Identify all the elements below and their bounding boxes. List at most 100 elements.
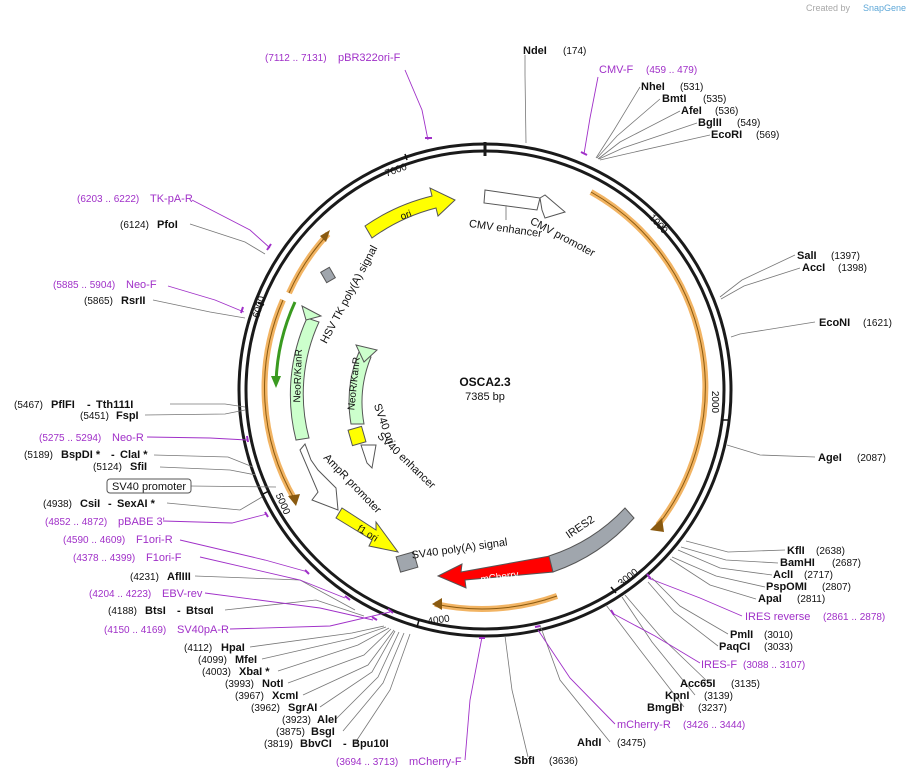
enzyme-alei-pos: (3923)	[282, 715, 311, 726]
primer-mcherry-r: mCherry-R	[617, 719, 671, 731]
enzyme-hpai-pos: (4112)	[184, 643, 212, 654]
primer-tk-pa-r-range: (6203 .. 6222)	[77, 194, 139, 205]
enzyme-sexai: SexAI *	[117, 498, 156, 510]
enzyme-csii: CsiI	[80, 498, 100, 510]
enzyme-mfei: MfeI	[235, 654, 257, 666]
primer-mcherry-r-range: (3426 .. 3444)	[683, 720, 745, 731]
enzyme-bsgi-pos: (3875)	[276, 727, 305, 738]
enzyme-nhei-pos: (531)	[680, 82, 703, 93]
orf-arcs	[261, 189, 709, 612]
enzyme-pmli-pos: (3010)	[764, 630, 793, 641]
primer-ires-reverse-range: (2861 .. 2878)	[823, 612, 885, 623]
enzyme-apai-pos: (2811)	[797, 594, 825, 605]
enzyme-btsai-dash: -	[177, 605, 181, 617]
enzyme-xbai: XbaI *	[239, 666, 270, 678]
sv40-promoter-leader	[189, 485, 277, 488]
enzyme-ecori-pos: (569)	[756, 130, 779, 141]
enzyme-pmli: PmlI	[730, 629, 753, 641]
primer-sv40pa-r: SV40pA-R	[177, 624, 229, 636]
enzyme-pspomi: PspOMI	[766, 581, 807, 593]
enzyme-pspomi-pos: (2807)	[822, 582, 851, 593]
enzyme-rsrii: RsrII	[121, 295, 145, 307]
enzyme-bbvci-pos: (3819)	[264, 739, 293, 750]
enzyme-bbvci: BbvCI	[300, 738, 332, 750]
enzyme-xcmi-pos: (3967)	[235, 691, 264, 702]
feature-neor-outer	[289, 317, 320, 441]
primer-cmv-f: CMV-F	[599, 64, 634, 76]
feature-neor-inner	[348, 351, 372, 425]
enzyme-pflfi: PflFI	[51, 399, 75, 411]
enzyme-kfli-pos: (2638)	[816, 546, 845, 557]
plasmid-size: 7385 bp	[465, 391, 505, 403]
feature-ori-label: ori	[399, 209, 413, 223]
enzyme-noti-pos: (3993)	[225, 679, 254, 690]
primer-pbabe3-range: (4852 .. 4872)	[45, 517, 107, 528]
feature-ampr-promoter	[299, 443, 339, 511]
primer-cmv-f-range: (459 .. 479)	[646, 65, 697, 76]
enzyme-sgrai: SgrAI	[288, 702, 317, 714]
sv40-promoter-box	[106, 478, 192, 494]
tick-2000: 2000	[709, 391, 720, 414]
enzyme-bglii-pos: (549)	[737, 118, 760, 129]
enzyme-pfoi-pos: (6124)	[120, 220, 149, 231]
tick-3000: 3000	[616, 567, 641, 590]
enzyme-sali: SalI	[797, 250, 817, 262]
feature-cmv-enhancer	[483, 189, 541, 211]
enzyme-afliii-pos: (4231)	[130, 572, 159, 583]
primer-f1ori-r: F1ori-R	[136, 534, 173, 546]
enzyme-paqci: PaqCI	[719, 641, 750, 653]
feature-mcherry-label: mCherry	[480, 569, 520, 585]
feature-sv40-polya	[395, 551, 419, 573]
enzyme-sfii-pos: (5124)	[93, 462, 122, 473]
primer-neo-r: Neo-R	[112, 432, 144, 444]
primer-pbr322ori-f: pBR322ori-F	[338, 52, 401, 64]
enzyme-kpni-pos: (3139)	[704, 691, 733, 702]
enzyme-afei-pos: (536)	[715, 106, 738, 117]
enzyme-ndei-pos: (174)	[563, 46, 586, 57]
feature-hsv-tk-label: HSV TK poly(A) signal	[318, 244, 380, 346]
enzyme-acli-pos: (2717)	[804, 570, 833, 581]
enzyme-sali-pos: (1397)	[831, 251, 860, 262]
enzyme-bglii: BglII	[698, 117, 722, 129]
tick-4000: 4000	[427, 613, 451, 627]
credit-brand: SnapGene	[863, 3, 906, 13]
enzyme-acc65i-pos: (3135)	[731, 679, 760, 690]
enzyme-ahdi-pos: (3475)	[617, 738, 646, 749]
enzyme-clai: ClaI *	[120, 449, 148, 461]
enzyme-ahdi: AhdI	[577, 737, 601, 749]
primer-sv40pa-r-range: (4150 .. 4169)	[104, 625, 166, 636]
enzyme-kfli: KflI	[787, 545, 805, 557]
enzyme-sbfi: SbfI	[514, 755, 535, 767]
enzyme-pfoi: PfoI	[157, 219, 178, 231]
enzyme-fspi: FspI	[116, 410, 139, 422]
enzyme-sbfi-pos: (3636)	[549, 756, 578, 767]
enzyme-clai-dash: -	[111, 449, 115, 461]
primer-tk-pa-r: TK-pA-R	[150, 193, 193, 205]
enzyme-ndei: NdeI	[523, 45, 547, 57]
primer-ires-reverse: IRES reverse	[745, 611, 810, 623]
enzyme-bpu10i: Bpu10I	[352, 738, 389, 750]
primer-pbabe3: pBABE 3'	[118, 516, 165, 528]
enzyme-btsi-pos: (4188)	[108, 606, 137, 617]
enzyme-nhei: NheI	[641, 81, 665, 93]
feature-sv40-enhancer	[360, 444, 377, 470]
enzyme-afei: AfeI	[681, 105, 702, 117]
primer-f1ori-f: F1ori-F	[146, 552, 182, 564]
enzyme-hpai: HpaI	[221, 642, 245, 654]
enzyme-bamhi-pos: (2687)	[832, 558, 861, 569]
feature-ori	[364, 187, 456, 239]
enzyme-econi-pos: (1621)	[863, 318, 892, 329]
enzyme-sfii: SfiI	[130, 461, 147, 473]
primer-mcherry-f: mCherry-F	[409, 756, 462, 768]
enzyme-tth111i-dash: -	[87, 399, 91, 411]
enzyme-btsai: BtsαI	[186, 605, 214, 617]
enzyme-xbai-pos: (4003)	[202, 667, 231, 678]
enzyme-sgrai-pos: (3962)	[251, 703, 280, 714]
enzyme-bmgbi-pos: (3237)	[698, 703, 727, 714]
feature-cmv-promoter	[539, 194, 567, 219]
enzyme-acc65i: Acc65I	[680, 678, 715, 690]
sv40-promoter-label: SV40 promoter	[112, 481, 186, 493]
enzyme-paqci-pos: (3033)	[764, 642, 793, 653]
enzyme-csii-pos: (4938)	[43, 499, 72, 510]
enzyme-alei: AleI	[317, 714, 337, 726]
